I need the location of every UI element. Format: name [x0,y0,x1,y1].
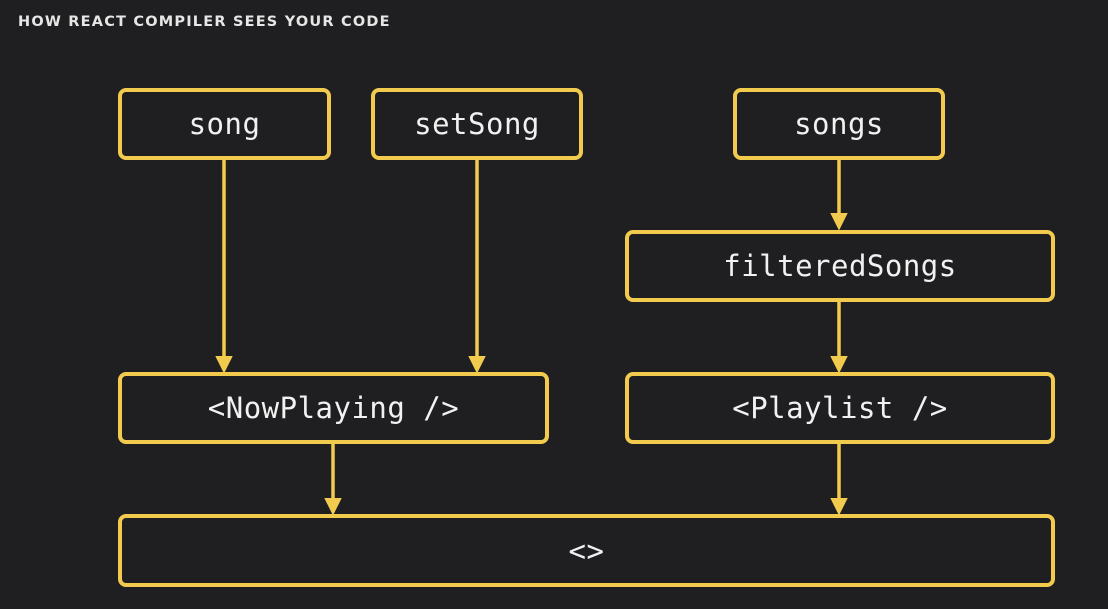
node-filteredsongs: filteredSongs [625,230,1055,302]
node-songs: songs [733,88,945,160]
node-nowplaying: <NowPlaying /> [118,372,549,444]
node-playlist: <Playlist /> [625,372,1055,444]
node-setsong: setSong [371,88,583,160]
page-title: HOW REACT COMPILER SEES YOUR CODE [18,14,391,30]
node-fragment: <> [118,514,1055,587]
node-song: song [118,88,331,160]
